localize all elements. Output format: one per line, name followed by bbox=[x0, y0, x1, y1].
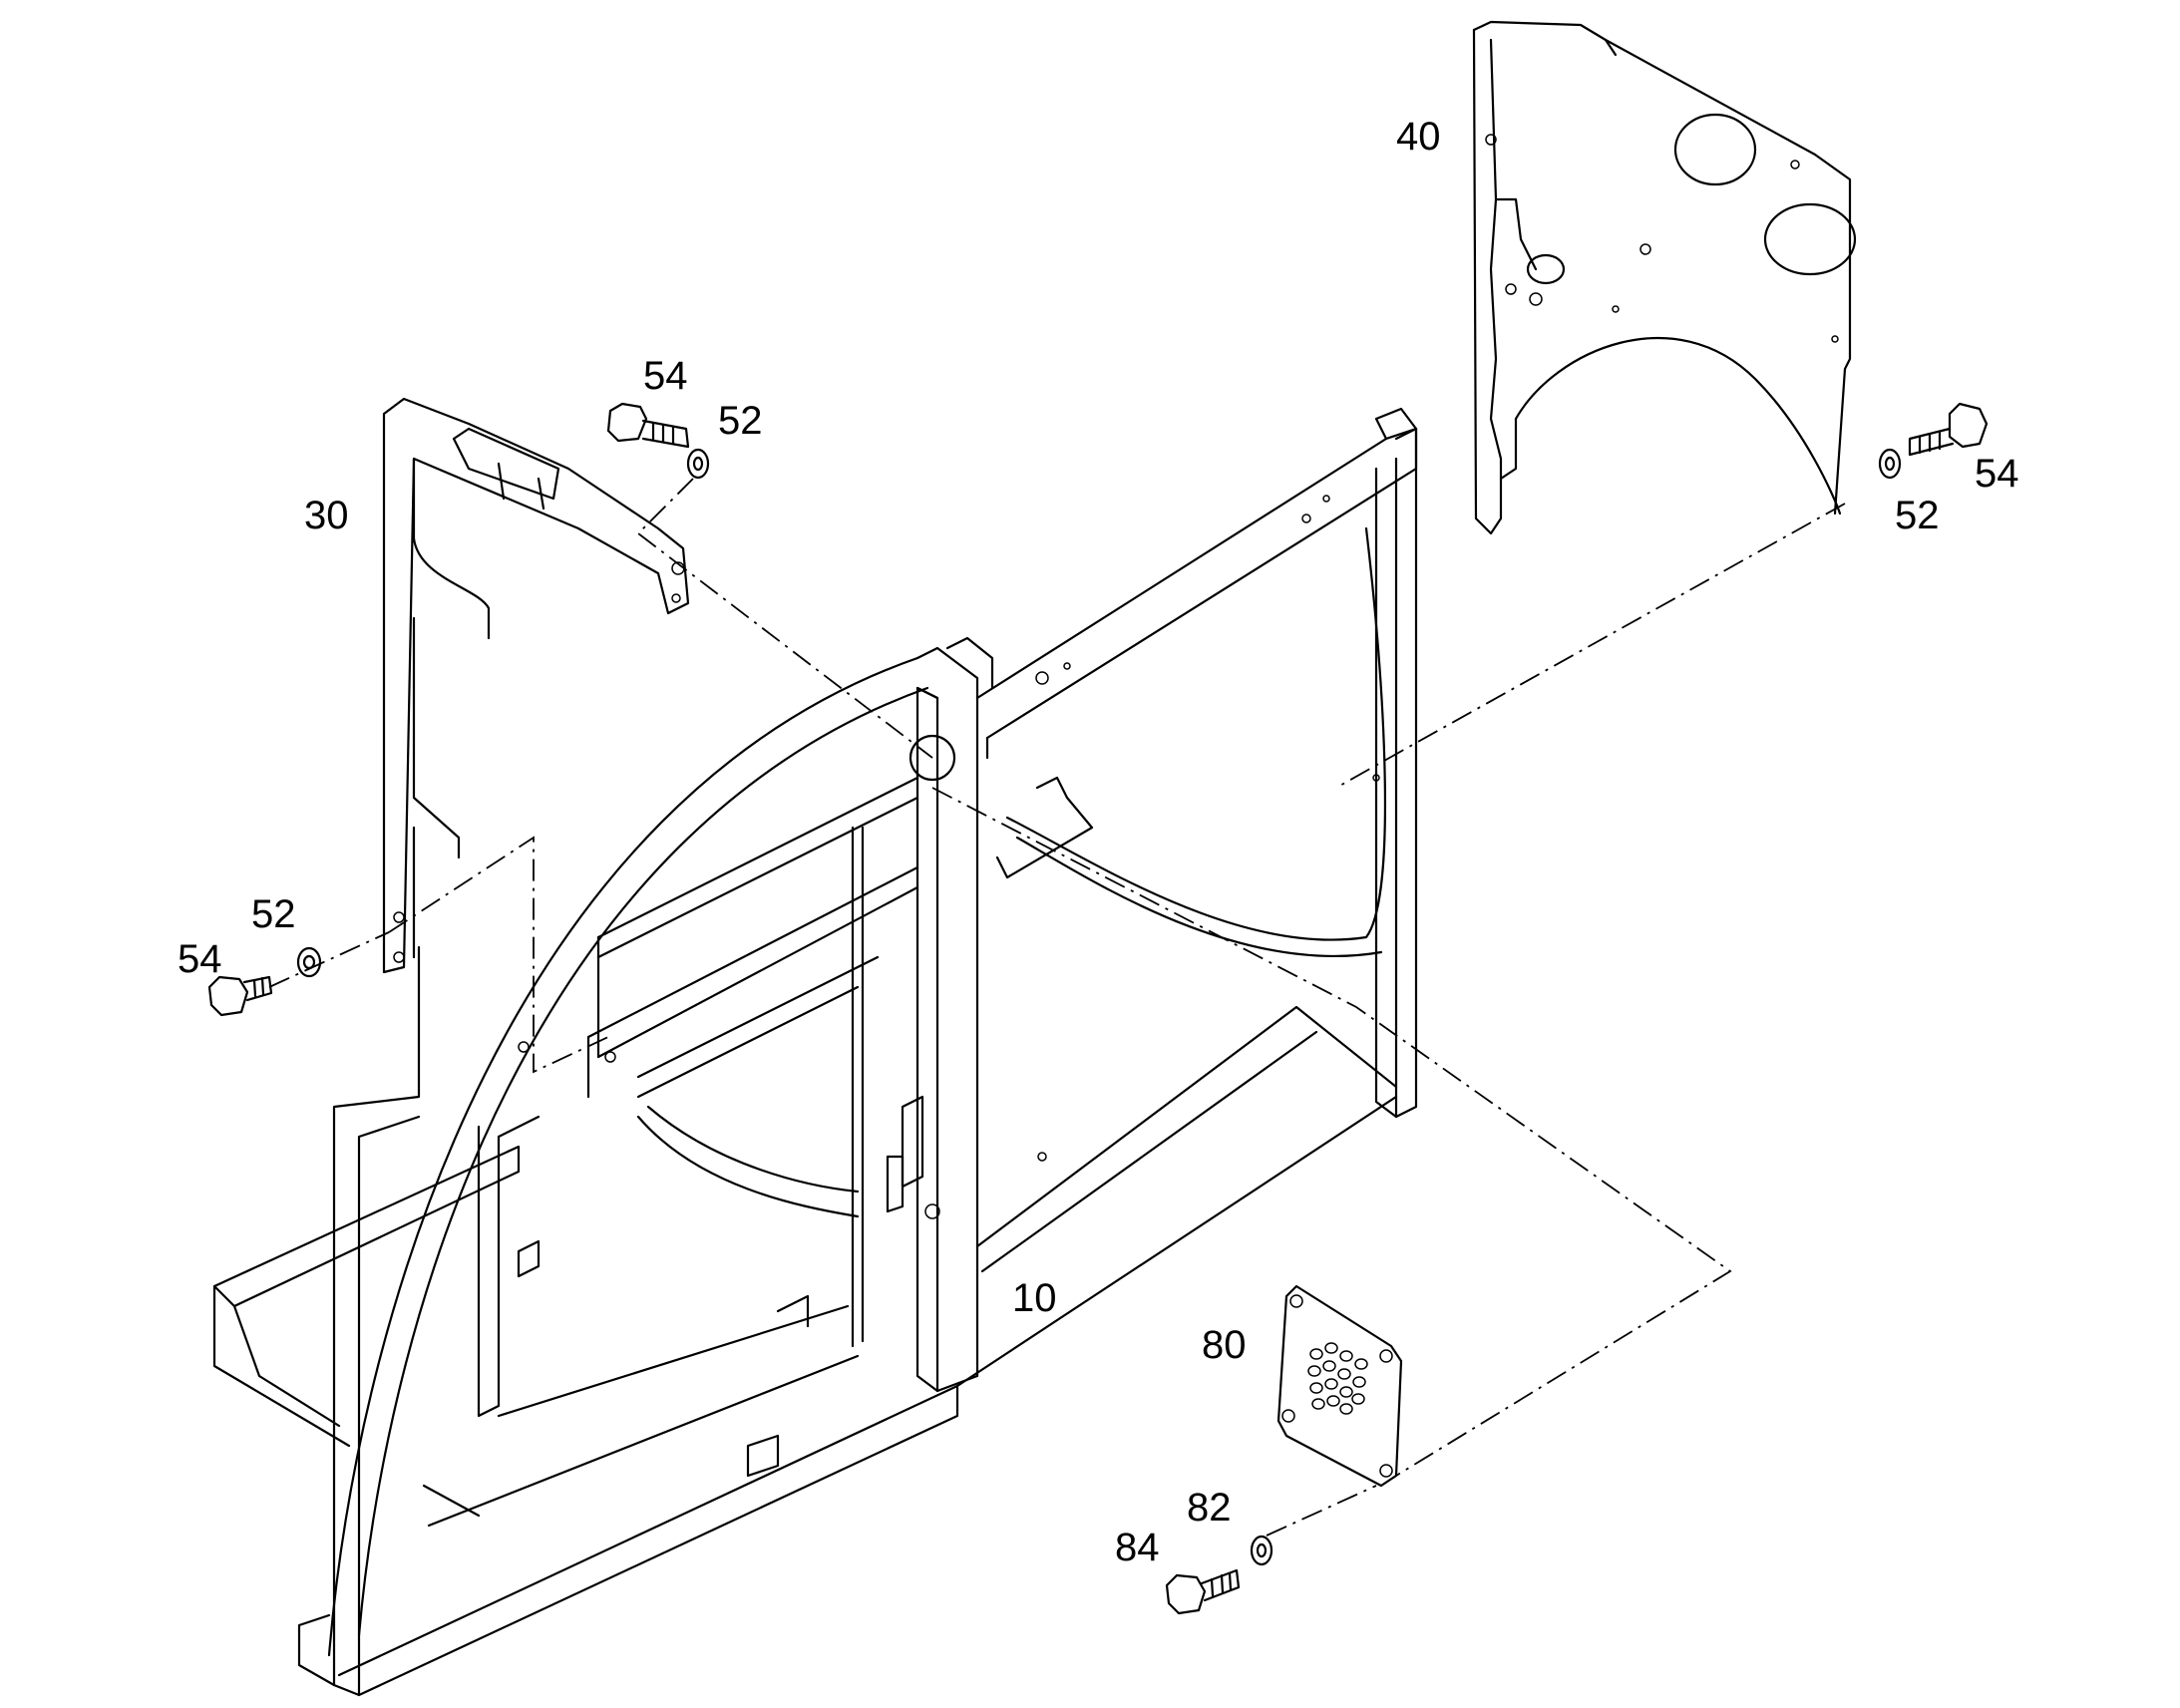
leader-bolt-left bbox=[268, 931, 390, 988]
callout-washer-top: 52 bbox=[718, 399, 763, 443]
callout-bolt-right: 54 bbox=[1975, 452, 2019, 496]
callout-washer-bottom: 82 bbox=[1187, 1486, 1232, 1530]
washer-top bbox=[686, 448, 710, 480]
leader-bolt-bottom bbox=[1266, 1485, 1377, 1537]
callout-right-panel: 40 bbox=[1396, 115, 1441, 159]
callout-bolt-top: 54 bbox=[643, 354, 688, 398]
bolt-left bbox=[207, 975, 273, 1017]
left-bracket bbox=[382, 397, 690, 974]
leader-bolt-right bbox=[1335, 503, 1846, 789]
callout-labels: 10 30 40 54 52 54 52 52 54 80 82 84 bbox=[178, 115, 2019, 1569]
leader-bolt-top bbox=[636, 478, 933, 759]
washer-left bbox=[296, 946, 322, 978]
bolt-right bbox=[1908, 402, 1989, 457]
callout-washer-left: 52 bbox=[251, 892, 296, 936]
main-frame bbox=[212, 407, 1418, 1697]
leader-lines bbox=[268, 478, 1846, 1537]
bolt-top bbox=[606, 402, 690, 449]
callout-frame: 10 bbox=[1012, 1276, 1057, 1320]
callout-washer-right: 52 bbox=[1895, 494, 1940, 537]
washer-bottom bbox=[1250, 1535, 1273, 1566]
grille-plate bbox=[1276, 1284, 1403, 1488]
callout-grille-plate: 80 bbox=[1202, 1323, 1247, 1367]
grille-holes bbox=[1307, 1342, 1368, 1415]
callout-bolt-bottom: 84 bbox=[1115, 1526, 1160, 1569]
leader-frame-center bbox=[931, 787, 1732, 1477]
callout-bolt-left: 54 bbox=[178, 937, 222, 981]
bolt-bottom bbox=[1165, 1568, 1241, 1615]
callout-left-bracket: 30 bbox=[304, 494, 349, 537]
right-panel bbox=[1472, 20, 1857, 535]
leader-left-upper bbox=[388, 836, 609, 1074]
washer-right bbox=[1878, 448, 1902, 480]
